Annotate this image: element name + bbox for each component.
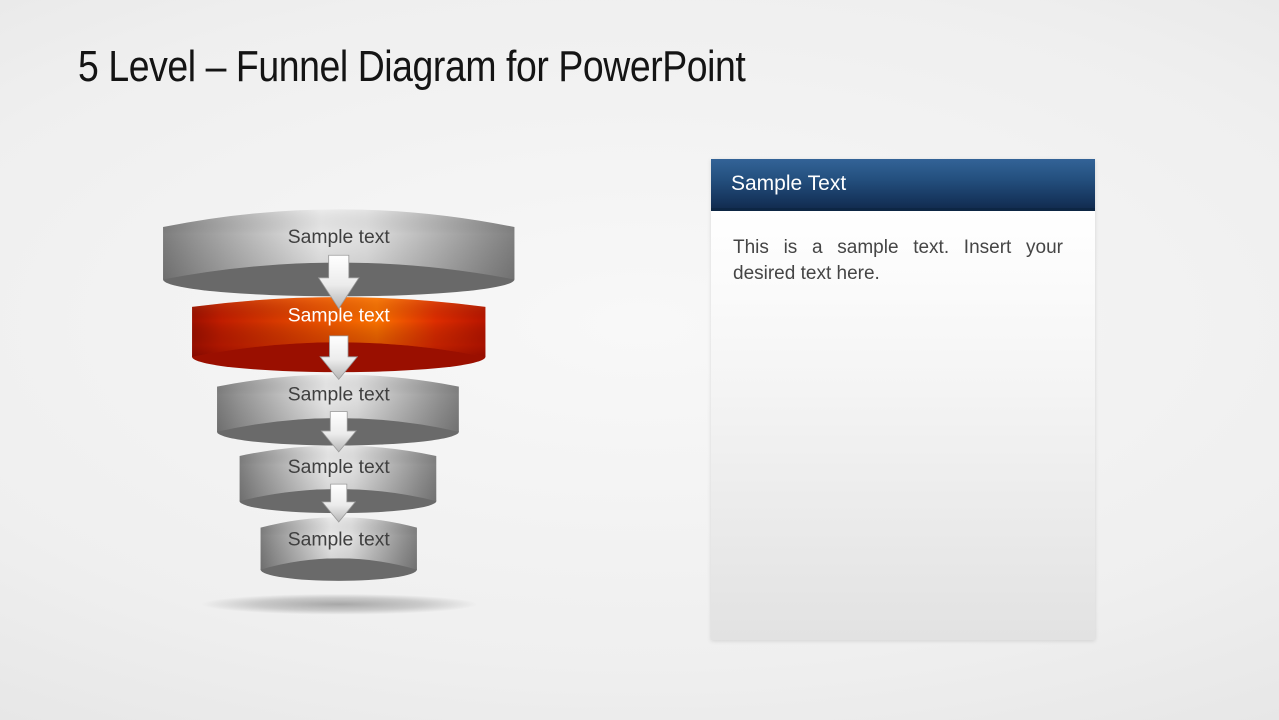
funnel-level-2-shading — [192, 297, 486, 357]
info-panel: Sample Text This is a sample text. Inser… — [711, 159, 1095, 640]
funnel-level-2-label: Sample text — [288, 304, 391, 326]
down-arrow-icon — [317, 254, 360, 310]
panel-header-title: Sample Text — [731, 172, 847, 195]
funnel-level-1: Sample text — [163, 209, 515, 297]
funnel-level-5-label: Sample text — [288, 528, 391, 550]
down-arrow-icon — [321, 483, 357, 523]
down-arrow-icon — [320, 411, 357, 453]
funnel-level-4-shading — [239, 445, 437, 502]
funnel-level-5: Sample text — [260, 517, 417, 581]
funnel-level-4-label: Sample text — [288, 456, 391, 478]
funnel-level-5-shading — [260, 517, 417, 570]
funnel-level-3: Sample text — [217, 374, 459, 446]
funnel-svg: Sample text Sample text Sample text Samp… — [163, 209, 515, 615]
funnel-level-1-shading — [163, 209, 515, 280]
funnel-level-5-underside — [260, 558, 417, 581]
funnel-level-2: Sample text — [192, 297, 486, 373]
down-arrow-icon — [319, 335, 359, 381]
funnel-level-1-label: Sample text — [288, 226, 391, 248]
slide-title: 5 Level – Funnel Diagram for PowerPoint — [78, 42, 746, 91]
funnel-level-3-label: Sample text — [288, 383, 391, 405]
funnel-floor-shadow — [200, 593, 479, 615]
funnel-level-3-shading — [217, 374, 459, 432]
panel-body: This is a sample text. Insert your desir… — [711, 211, 1095, 640]
panel-header: Sample Text — [711, 159, 1095, 211]
panel-body-text: This is a sample text. Insert your desir… — [733, 237, 1063, 284]
funnel-diagram: Sample text Sample text Sample text Samp… — [130, 140, 670, 680]
